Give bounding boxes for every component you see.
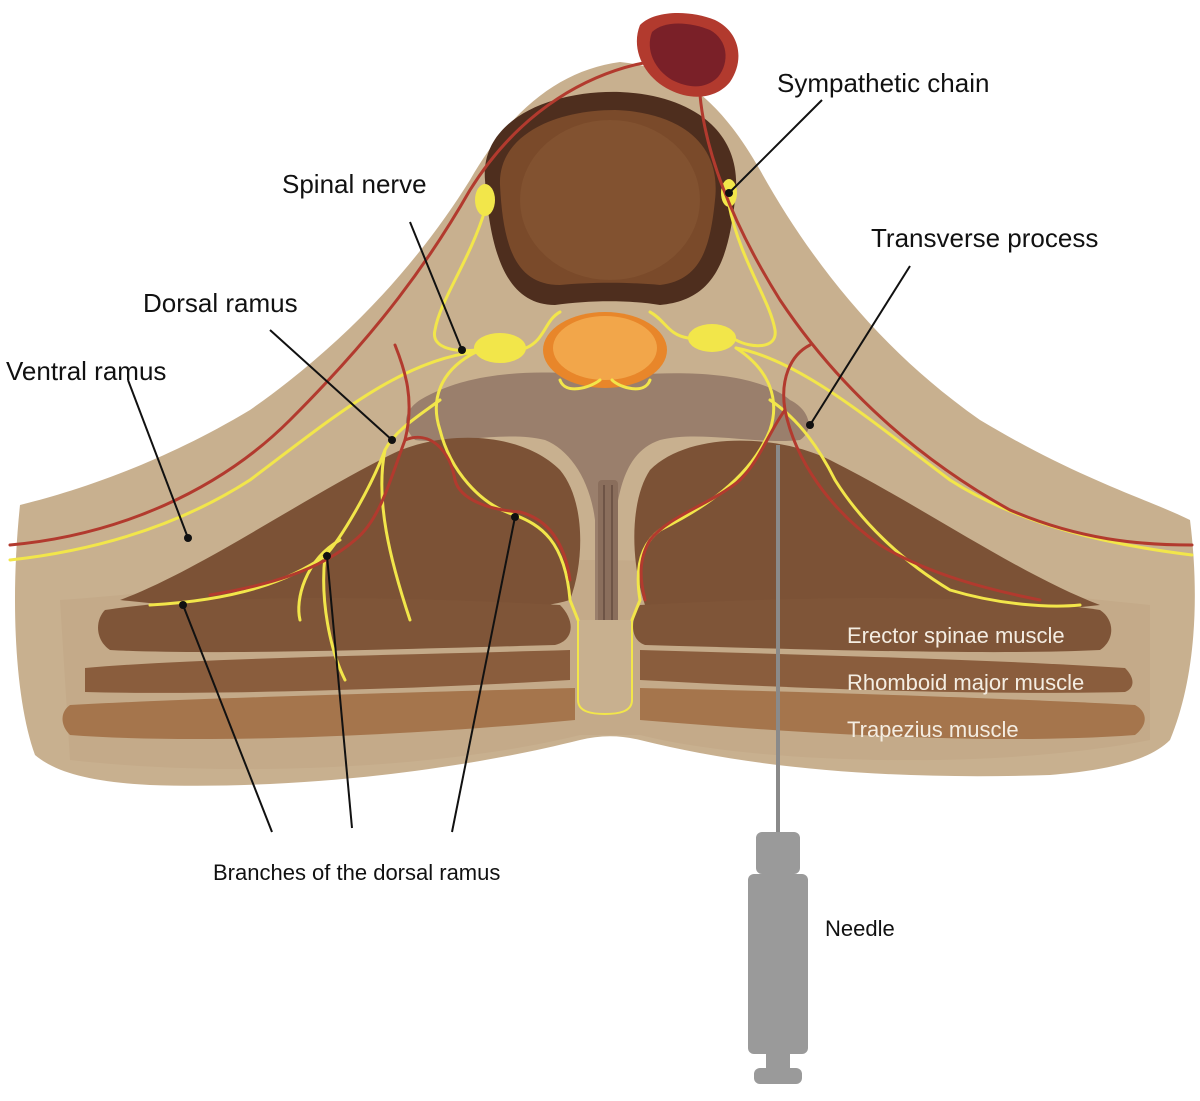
syringe-thumb-rest [754, 1068, 802, 1084]
label-spinal-nerve: Spinal nerve [282, 169, 427, 199]
trapezius-right [640, 688, 1145, 740]
erector-spinae-right [633, 598, 1112, 653]
ganglion-right [688, 324, 736, 352]
label-needle: Needle [825, 916, 895, 941]
deep-muscle-right [634, 440, 1100, 620]
sympathetic-ganglion-left [475, 184, 495, 216]
rhomboid-left [85, 650, 570, 693]
label-branches-dorsal-ramus: Branches of the dorsal ramus [213, 860, 500, 885]
vessels [8, 58, 1194, 602]
erector-spinae-left [98, 598, 571, 653]
aorta-lumen [649, 23, 726, 87]
midline-ligament [577, 620, 633, 716]
label-dorsal-ramus: Dorsal ramus [143, 288, 298, 318]
label-erector-spinae: Erector spinae muscle [847, 623, 1065, 648]
leader-lines [127, 99, 911, 833]
ganglion-left [474, 333, 526, 363]
spinal-cord [553, 316, 657, 380]
label-ventral-ramus: Ventral ramus [6, 356, 166, 386]
vertebral-body-highlight [520, 120, 700, 280]
syringe-plunger [766, 1054, 790, 1068]
label-trapezius: Trapezius muscle [847, 717, 1019, 742]
trapezius-left [62, 688, 575, 740]
rhomboid-right [640, 650, 1133, 693]
label-rhomboid-major: Rhomboid major muscle [847, 670, 1084, 695]
spinous-process [598, 480, 618, 630]
syringe-barrel [748, 874, 808, 1054]
needle-hub [756, 832, 800, 874]
label-transverse-process: Transverse process [871, 223, 1098, 253]
label-sympathetic-chain: Sympathetic chain [777, 68, 989, 98]
needle [748, 445, 808, 1084]
